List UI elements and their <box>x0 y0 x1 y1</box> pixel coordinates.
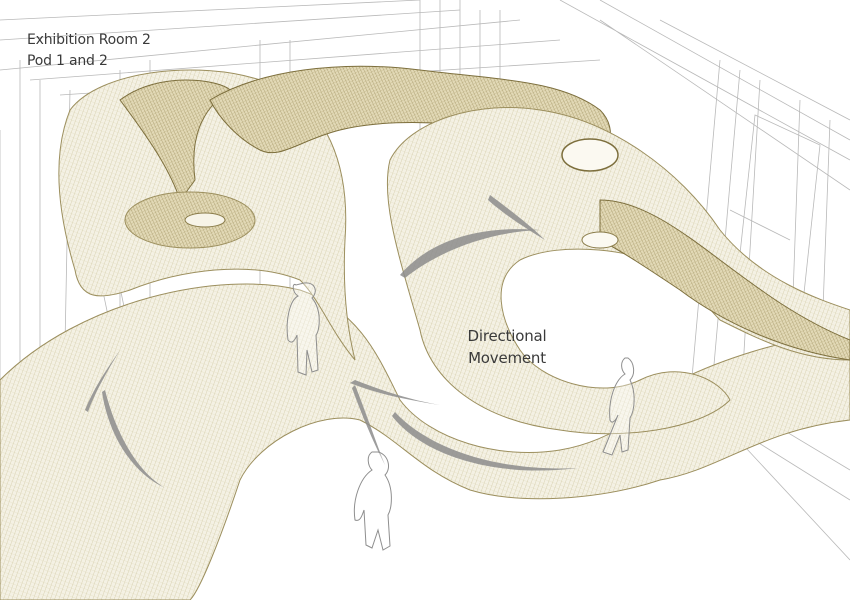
arrow-icon <box>488 195 545 240</box>
human-figures <box>286 282 635 551</box>
person-icon <box>286 282 320 376</box>
arrow-icon <box>350 380 440 405</box>
title-room: Exhibition Room 2 <box>27 32 151 48</box>
arrow-icon <box>352 385 385 465</box>
pod-2 <box>386 107 850 435</box>
arrow-icon <box>392 412 578 471</box>
directional-movement-label: Directional Movement <box>452 325 562 369</box>
person-icon <box>602 357 635 456</box>
arrow-icon <box>85 350 120 412</box>
center-label-line2: Movement <box>468 349 546 367</box>
title-pods: Pod 1 and 2 <box>27 53 108 69</box>
drawing-title: Exhibition Room 2 Pod 1 and 2 <box>27 30 151 72</box>
center-label-line1: Directional <box>467 327 547 345</box>
direction-arrows <box>85 195 578 488</box>
person-icon <box>353 451 392 551</box>
arrow-icon <box>400 229 540 278</box>
